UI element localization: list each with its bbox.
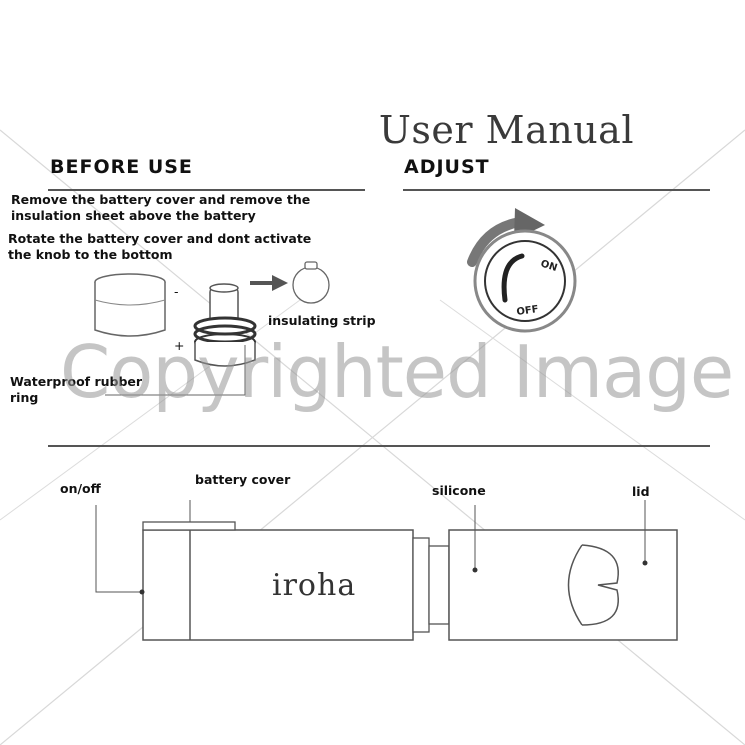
knob-on-label: ON bbox=[539, 258, 558, 274]
device-brand: iroha bbox=[272, 568, 357, 603]
knob-off-label: OFF bbox=[516, 304, 539, 318]
knob-dial-icon bbox=[473, 229, 577, 333]
lid-label: lid bbox=[632, 484, 650, 499]
silicone-label: silicone bbox=[432, 483, 486, 498]
battery-body-icon bbox=[193, 283, 257, 367]
device-body bbox=[142, 521, 678, 641]
page-title: User Manual bbox=[378, 108, 634, 152]
adjust-heading: ADJUST bbox=[404, 156, 490, 178]
leader-lines bbox=[95, 500, 648, 595]
onoff-label: on/off bbox=[60, 481, 101, 496]
rubber-ring-label-line1: Waterproof rubber bbox=[10, 374, 143, 389]
battery-cover-label: battery cover bbox=[195, 472, 291, 487]
plus-sign: + bbox=[174, 338, 185, 353]
insulating-strip-icon bbox=[292, 261, 330, 304]
before-use-heading: BEFORE USE bbox=[50, 156, 193, 178]
battery-cover-cap-icon bbox=[94, 273, 166, 337]
step2-line1: Rotate the battery cover and dont activa… bbox=[8, 231, 312, 246]
step1-line2: insulation sheet above the battery bbox=[11, 208, 256, 223]
step1-line1: Remove the battery cover and remove the bbox=[11, 192, 311, 207]
rubber-ring-label-line2: ring bbox=[10, 390, 39, 405]
minus-sign: - bbox=[174, 284, 179, 299]
step2-line2: the knob to the bottom bbox=[8, 247, 173, 262]
copyright-watermark: Copyrighted Image bbox=[60, 330, 734, 414]
arrow-right-icon bbox=[250, 275, 288, 291]
insulating-strip-label: insulating strip bbox=[268, 313, 376, 328]
